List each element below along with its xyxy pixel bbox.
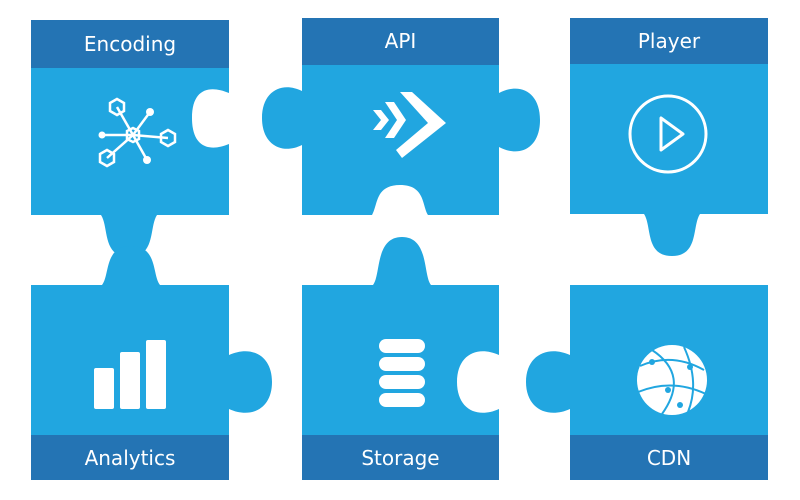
label-analytics: Analytics [84,446,176,470]
play-circle-icon [628,94,708,174]
label-encoding: Encoding [83,32,177,56]
forward-chevrons-icon [373,92,446,158]
piece-player [570,18,768,256]
piece-encoding [31,20,229,257]
piece-analytics [31,246,272,480]
piece-player-body [570,18,768,256]
label-player: Player [637,29,701,53]
piece-api-bar [302,18,499,65]
piece-cdn-bar [570,435,768,480]
globe-network-icon [637,345,707,415]
label-api: API [384,29,417,53]
molecule-dots [98,108,154,164]
database-stack-icon [379,339,425,407]
piece-player-bar [570,18,768,64]
bar-chart-icon [94,340,166,409]
piece-storage-bar [302,435,499,480]
piece-cdn [526,285,768,480]
label-storage: Storage [361,446,440,470]
piece-analytics-bar [31,435,229,480]
label-cdn: CDN [646,446,692,470]
molecule-network-icon [98,97,177,168]
piece-api [262,18,540,215]
play-triangle-icon [659,116,685,152]
piece-encoding-bar [31,20,229,68]
piece-storage [302,237,499,480]
